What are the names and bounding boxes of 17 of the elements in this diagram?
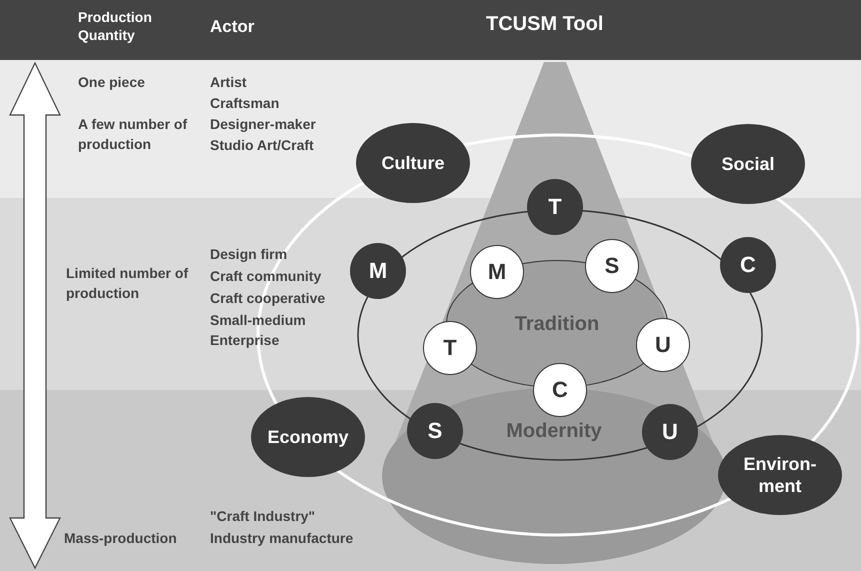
actor-label: Artist <box>210 73 248 92</box>
actor-label: Craftsman <box>210 94 280 113</box>
quantity-label: Limited number of production <box>66 264 190 303</box>
quantity-label: A few number of production <box>78 115 188 154</box>
column-heading: Actor <box>210 18 256 36</box>
quantity-label: Mass-production <box>64 529 178 548</box>
actor-label: Craft cooperative <box>210 289 326 308</box>
actor-label: Design firm <box>210 245 288 264</box>
actor-label: Craft community <box>210 267 322 286</box>
actor-label: "Craft Industry" <box>210 507 316 526</box>
quantity-label: One piece <box>78 73 146 92</box>
actor-label: Studio Art/Craft <box>210 136 315 155</box>
actor-label: Industry manufacture <box>210 529 354 548</box>
actor-label: Small-medium Enterprise <box>210 311 307 350</box>
actor-label: Designer-maker <box>210 115 317 134</box>
column-heading: Production Quantity <box>78 8 153 44</box>
column-heading: TCUSM Tool <box>486 14 604 34</box>
